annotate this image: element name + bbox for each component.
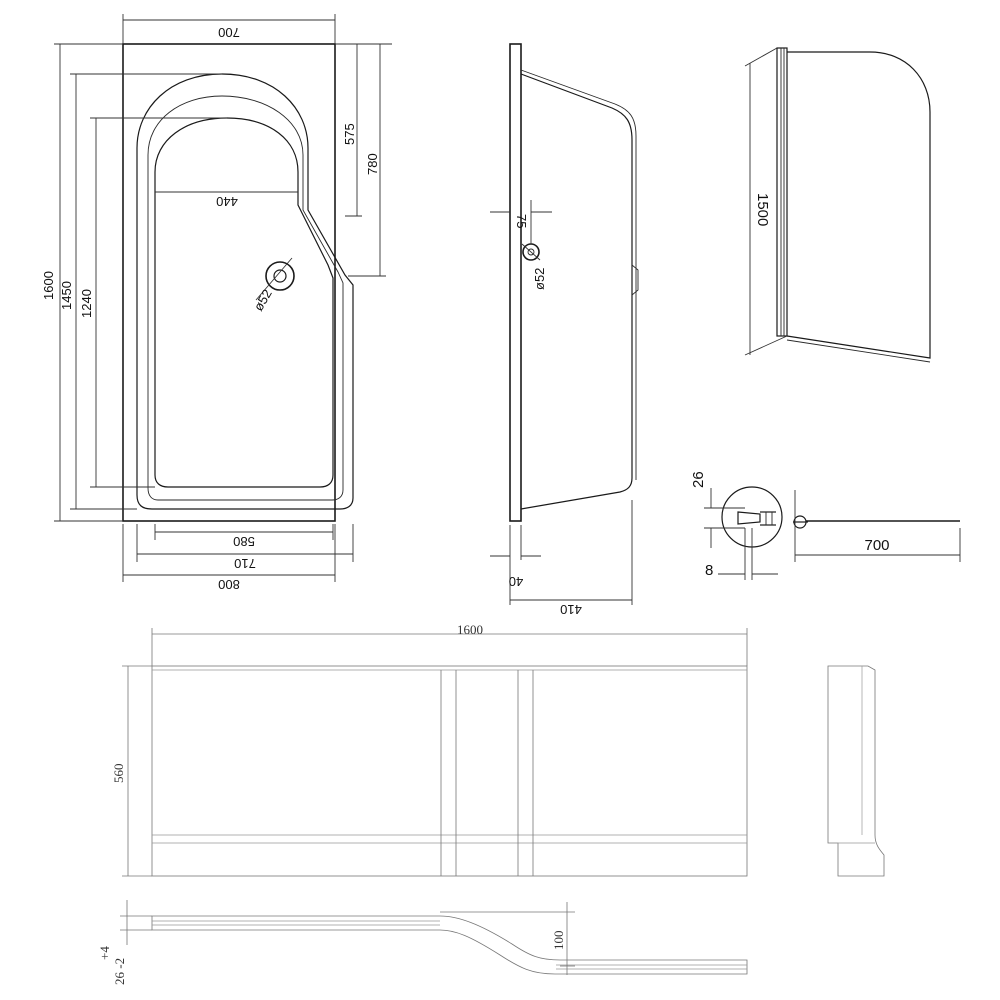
- panel-outline: [151, 665, 748, 877]
- side-waste-dia: ø52: [532, 268, 547, 290]
- shower-screen-view: 1500 26 8 700: [690, 47, 961, 580]
- front-bath-panel: 1600 560 100 +4 26 -2: [97, 622, 885, 985]
- side-body-outer: [520, 73, 633, 510]
- bath-side-elevation: ø52 75 40 410: [490, 43, 639, 617]
- bath-plan-view: ø52 700 575 780 1600 1450 1240 440: [41, 14, 392, 592]
- dim-8: 8: [705, 562, 713, 579]
- dim-710: 710: [234, 556, 256, 571]
- bath-base-line: [147, 95, 344, 501]
- dim-700-screen: 700: [864, 537, 889, 554]
- dim-1450: 1450: [59, 281, 74, 310]
- dim-560: 560: [111, 764, 126, 784]
- dim-width-700: 700: [218, 25, 240, 40]
- dim-410: 410: [560, 602, 582, 617]
- dim-780: 780: [365, 153, 380, 175]
- bath-outer-rim: [122, 43, 336, 522]
- dim-100: 100: [551, 931, 566, 951]
- side-rim: [509, 43, 522, 522]
- dim-1600: 1600: [41, 271, 56, 300]
- side-body-inner: [520, 69, 637, 480]
- waste-dia-label: ø52: [251, 287, 275, 314]
- screen-hinge-rail: [776, 47, 788, 337]
- screen-glass-panel: [786, 51, 931, 359]
- dim-40: 40: [509, 574, 523, 589]
- dim-1500: 1500: [754, 193, 771, 226]
- bath-outer-bowl: [136, 73, 354, 510]
- dim-1240: 1240: [79, 289, 94, 318]
- dim-tol-plus4: +4: [97, 946, 112, 960]
- dim-575: 575: [342, 123, 357, 145]
- dim-tol-26-2: 26 -2: [112, 958, 127, 985]
- dim-26: 26: [690, 471, 707, 488]
- dim-580: 580: [233, 534, 255, 549]
- panel-side-profile: [827, 665, 885, 877]
- dim-75: 75: [514, 214, 529, 228]
- bath-inner-bowl: [154, 117, 334, 488]
- dim-440: 440: [216, 194, 238, 209]
- waste-outlet: [255, 257, 295, 301]
- dim-800: 800: [218, 577, 240, 592]
- panel-plan-view: [151, 915, 748, 975]
- dim-1600-panel: 1600: [457, 622, 483, 637]
